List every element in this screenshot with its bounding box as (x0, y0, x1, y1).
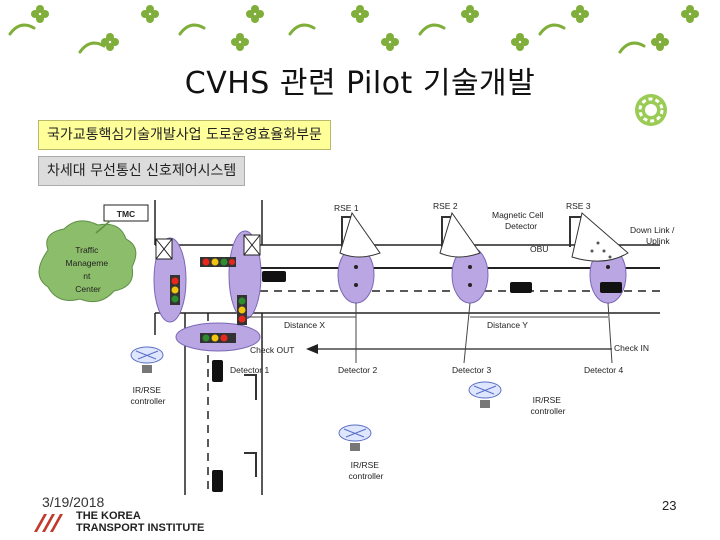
detector-2-label: Detector 2 (338, 365, 377, 375)
tmc-label: TMC (117, 209, 135, 219)
svg-text:Traffic Manageme nt: Traffic Manageme nt Center (66, 245, 111, 294)
flower-icon (351, 5, 369, 23)
traffic-signal (200, 257, 236, 267)
check-out-label: Check OUT (250, 345, 294, 355)
traffic-signal (200, 333, 236, 343)
flower-icon (511, 33, 529, 51)
controller-3-label-1: IR/RSE (351, 460, 380, 470)
rse-pole (244, 374, 257, 400)
controller-device-icon (338, 424, 372, 451)
tmc-text-4: Center (75, 284, 101, 294)
tmc-text-3: nt (83, 271, 91, 281)
controller-2-label-1: IR/RSE (533, 395, 562, 405)
swirl-icon (288, 23, 316, 36)
slide-date: 3/19/2018 (42, 494, 105, 510)
rse1-label: RSE 1 (334, 203, 359, 213)
tmc-cloud (38, 220, 137, 303)
flower-icon (246, 5, 264, 23)
flower-icon (31, 5, 49, 23)
controller-device-icon (130, 346, 164, 373)
magnetic-label-1: Magnetic Cell (492, 210, 544, 220)
flower-icon (461, 5, 479, 23)
subtitle-program: 국가교통핵심기술개발사업 도로운영효율화부문 (38, 120, 331, 150)
flower-icon (381, 33, 399, 51)
flower-icon (651, 33, 669, 51)
flower-icon (571, 5, 589, 23)
beam-cone-active (571, 212, 629, 262)
obu-label: OBU (530, 244, 548, 254)
distance-y-label: Distance Y (487, 320, 528, 330)
downlink-label-1: Down Link / (630, 225, 675, 235)
swirl-icon (618, 41, 646, 54)
tmc-text-1: Traffic (75, 245, 99, 255)
page-number: 23 (662, 498, 677, 513)
check-arrow-head (306, 344, 318, 354)
svg-text:IR/RSE controller: IR/RSE controller (531, 395, 566, 416)
vehicle-icon (212, 271, 622, 492)
gear-icon (635, 94, 667, 126)
crossed-box-icon (155, 234, 261, 260)
controller-1-label-2: controller (131, 396, 166, 406)
beam-cone (339, 211, 481, 258)
swirl-icon (178, 23, 206, 36)
flower-icon (101, 33, 119, 51)
traffic-signal (170, 275, 180, 305)
rse-pole (244, 452, 257, 477)
flower-icon (231, 33, 249, 51)
institute-name-line1: THE KOREA (76, 510, 141, 522)
rse-pole (341, 216, 582, 247)
subtitle-system: 차세대 무선통신 신호제어시스템 (38, 156, 246, 186)
system-diagram: TMC Traffic Manageme nt Center RSE 1 RSE… (38, 200, 675, 495)
rse3-label: RSE 3 (566, 201, 591, 211)
detector-3-label: Detector 3 (452, 365, 491, 375)
swirl-icon (8, 23, 36, 36)
rse2-label: RSE 2 (433, 201, 458, 211)
swirl-icon (418, 23, 446, 36)
tmc-text-2: Manageme (66, 258, 109, 268)
tmc-box (103, 204, 149, 222)
flower-icon (141, 5, 159, 23)
downlink-label-2: Uplink (646, 236, 670, 246)
swirl-icon (538, 23, 566, 36)
detector-4-label: Detector 4 (584, 365, 623, 375)
decorative-banner (8, 5, 699, 54)
check-in-label: Check IN (614, 343, 649, 353)
swirl-icon (78, 41, 106, 54)
controller-device-icon (468, 381, 502, 408)
institute-name-line2: TRANSPORT INSTITUTE (76, 522, 205, 534)
controller-3-label-2: controller (349, 471, 384, 481)
slide-title: CVHS 관련 Pilot 기술개발 (184, 66, 536, 101)
controller-1-label-1: IR/RSE (133, 385, 162, 395)
controller-2-label-2: controller (531, 406, 566, 416)
svg-text:IR/RSE controller: IR/RSE controller (131, 385, 166, 406)
detector-1-label: Detector 1 (230, 365, 269, 375)
traffic-signal (237, 295, 247, 325)
koti-logo (34, 514, 63, 532)
distance-x-label: Distance X (284, 320, 325, 330)
magnetic-label-2: Detector (505, 221, 537, 231)
flower-icon (681, 5, 699, 23)
svg-text:IR/RSE controller: IR/RSE controller (349, 460, 384, 481)
tmc-link (95, 220, 111, 234)
